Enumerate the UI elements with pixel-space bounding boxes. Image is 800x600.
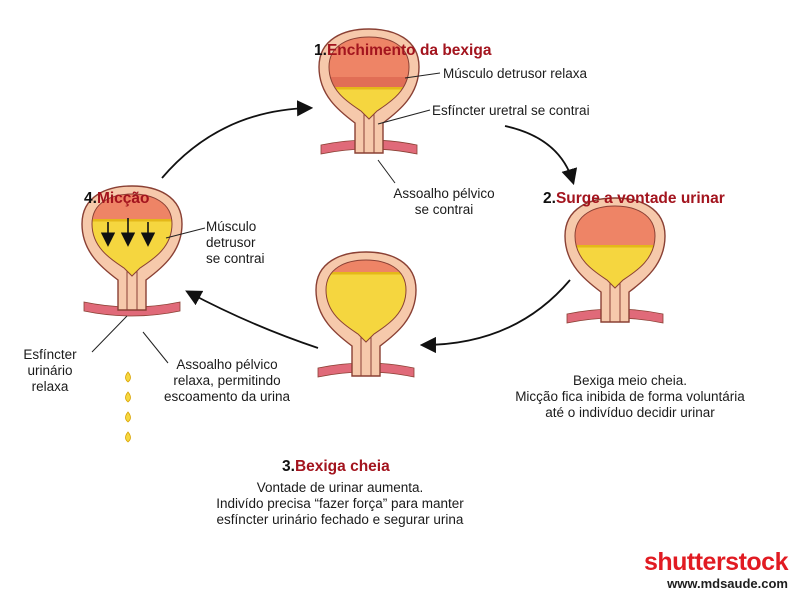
urine-drop	[125, 371, 131, 383]
contraction-arrows	[100, 218, 156, 247]
bladder-stage-1	[318, 28, 420, 155]
urine-drops	[125, 371, 131, 443]
shutterstock-logo: shutterstock	[643, 548, 789, 576]
bladder-stage-2	[564, 197, 666, 324]
stage-3-title: 3.Bexiga cheia	[282, 458, 390, 475]
watermark: shutterstock www.mdsaude.com	[643, 548, 789, 592]
urine-drop	[125, 411, 131, 423]
stage-2-description: Bexiga meio cheia.Micção fica inibida de…	[515, 373, 745, 420]
site-url: www.mdsaude.com	[667, 576, 788, 591]
arrow-stage1-to-2	[504, 125, 578, 186]
label-detrusor-relaxa: Músculo detrusor relaxa	[443, 66, 588, 81]
stage-4-title: 4.Micção	[84, 190, 150, 207]
stage-1-title: 1.Enchimento da bexiga	[314, 42, 492, 59]
stage-3-description: Vontade de urinar aumenta.Indivído preci…	[216, 480, 464, 527]
arrow-stage2-to-3	[419, 279, 571, 354]
label-esfincter-contrai: Esfíncter uretral se contrai	[432, 103, 590, 118]
urine-drop	[125, 431, 131, 443]
urine-drop	[125, 391, 131, 403]
leader-lines	[91, 72, 441, 364]
arrow-stage4-to-1	[161, 100, 314, 179]
arrow-stage3-to-4	[185, 290, 319, 349]
bladder-stage-3	[315, 251, 417, 378]
stage-2-title: 2.Surge a vontade urinar	[543, 190, 725, 207]
